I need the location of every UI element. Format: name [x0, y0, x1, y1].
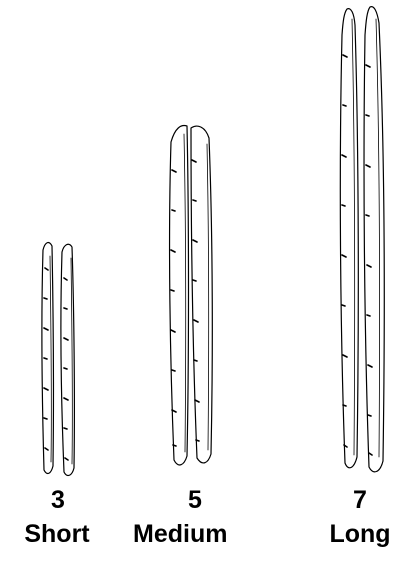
long-pod-pair-svg: [333, 5, 391, 477]
medium-size-label: Medium: [133, 522, 245, 547]
long-pod-left: [340, 9, 358, 468]
short-pod-pair-drawing: [33, 238, 83, 480]
medium-pod-right: [191, 126, 212, 463]
short-pod-pair-svg: [33, 238, 83, 480]
medium-pod-pair-drawing: [161, 120, 221, 472]
short-score-label: 3: [18, 488, 98, 513]
long-size-label: Long: [300, 522, 398, 547]
short-size-label: Short: [0, 522, 117, 547]
long-pod-pair-drawing: [333, 5, 391, 477]
medium-score-label: 5: [155, 488, 235, 513]
long-pod-right: [364, 7, 384, 472]
long-score-label: 7: [320, 488, 398, 513]
medium-pod-pair-svg: [161, 120, 221, 472]
